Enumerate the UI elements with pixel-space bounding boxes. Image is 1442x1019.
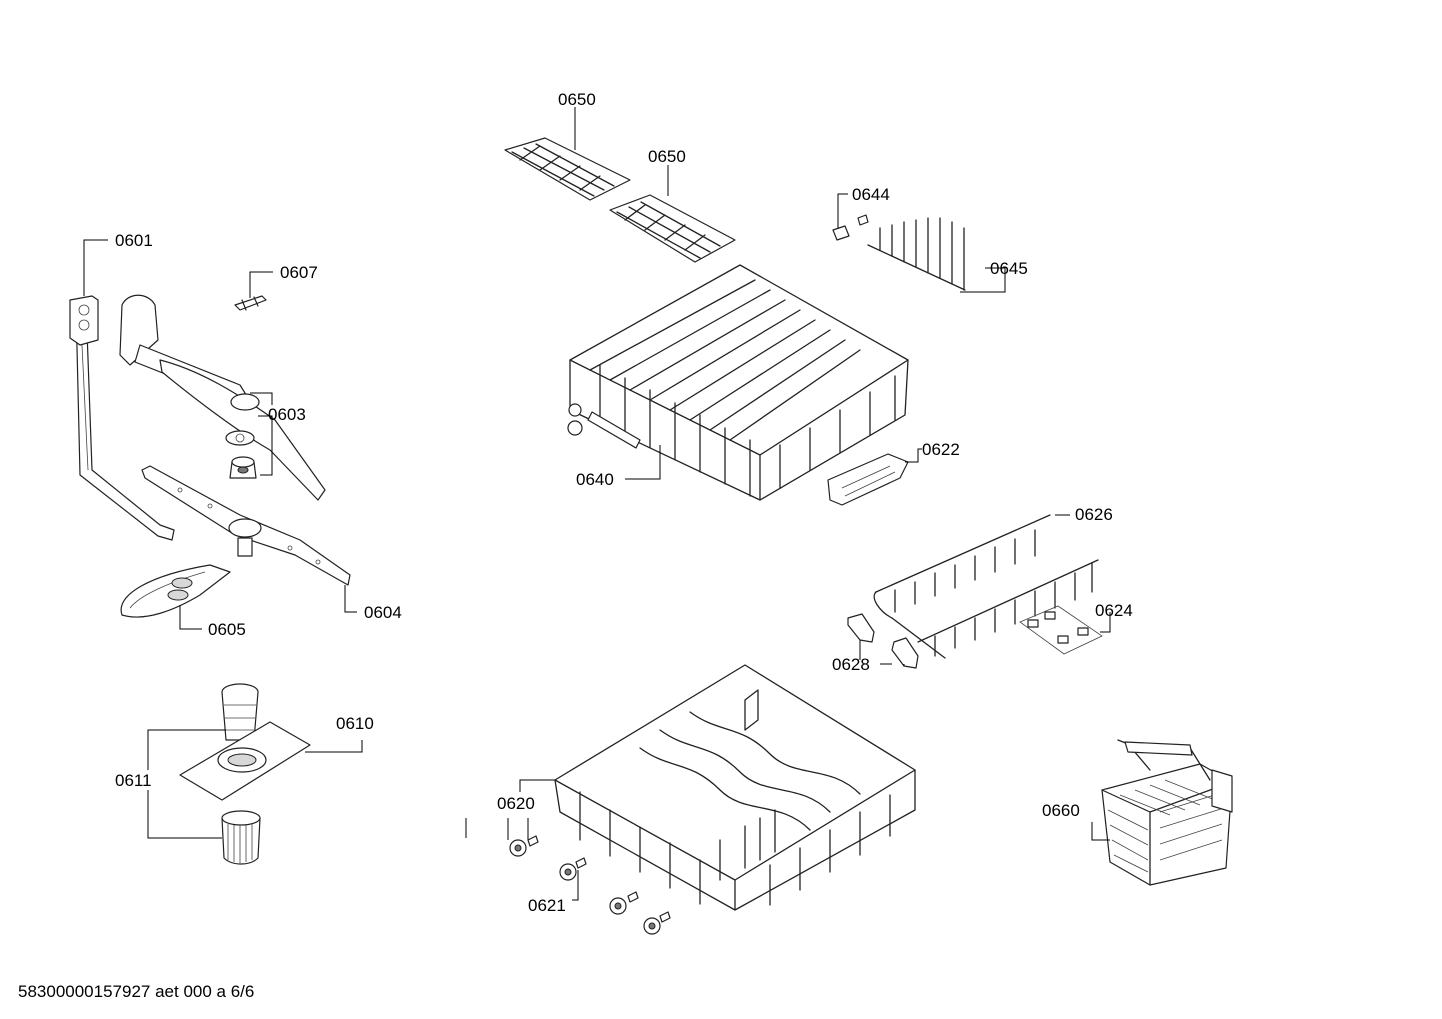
cutlery-basket-0660[interactable] — [1101, 739, 1233, 886]
label-0611: 0611 — [115, 771, 152, 790]
leader-0622 — [905, 448, 922, 463]
tine-rows-0626[interactable] — [873, 514, 1099, 659]
handle-0622[interactable] — [827, 453, 909, 506]
leader-0620 — [519, 779, 555, 792]
clip-0644[interactable] — [832, 214, 869, 241]
label-0604: 0604 — [364, 603, 402, 622]
label-0622: 0622 — [922, 440, 960, 459]
lower-basket-0620[interactable] — [554, 664, 916, 911]
label-0621: 0621 — [528, 896, 566, 915]
upper-basket-0640[interactable] — [567, 264, 909, 501]
leader-0605 — [179, 605, 202, 630]
leader-0604 — [344, 585, 357, 613]
leader-0603 — [250, 392, 273, 476]
label-0660: 0660 — [1042, 801, 1080, 820]
label-0601: 0601 — [115, 231, 153, 250]
upper-spray-arm[interactable] — [119, 294, 326, 501]
cup-rack-0650-a[interactable] — [504, 137, 631, 201]
leader-0624 — [1100, 612, 1111, 633]
label-0610: 0610 — [336, 714, 374, 733]
spray-arm-hub[interactable] — [229, 456, 257, 479]
cup-rack-0650-b[interactable] — [609, 194, 736, 263]
tine-row-0645[interactable] — [867, 217, 966, 291]
label-0603: 0603 — [268, 405, 306, 424]
clips-0628[interactable] — [847, 613, 919, 669]
leader-0620-lower — [507, 818, 529, 840]
leader-0645 — [960, 267, 1006, 293]
drawing-reference: 58300000157927 aet 000 a 6/6 — [18, 982, 254, 1001]
leader-0644 — [837, 193, 848, 228]
filter-plate-0605[interactable] — [120, 564, 231, 618]
label-0626: 0626 — [1075, 505, 1113, 524]
leader-0640 — [625, 445, 661, 480]
label-0620: 0620 — [497, 794, 535, 813]
leader-0660 — [1091, 822, 1110, 841]
leader-0601 — [83, 239, 108, 296]
label-0624: 0624 — [1095, 601, 1133, 620]
clip-0607[interactable] — [234, 295, 267, 311]
label-0640: 0640 — [576, 470, 614, 489]
parts-set-0624[interactable] — [1019, 605, 1103, 655]
label-0607: 0607 — [280, 263, 318, 282]
leader-0611 — [147, 729, 226, 839]
leader-0610 — [305, 740, 363, 753]
label-0645: 0645 — [990, 259, 1028, 278]
micro-filter-0611[interactable] — [221, 810, 261, 865]
leader-0607 — [249, 271, 273, 298]
label-0605: 0605 — [208, 620, 246, 639]
supply-pipe-0601[interactable] — [69, 295, 175, 541]
label-0650a: 0650 — [558, 90, 596, 109]
label-0650b: 0650 — [648, 147, 686, 166]
leader-0621 — [572, 870, 579, 901]
leader-0628 — [859, 640, 905, 666]
filter-cartridge-0610[interactable] — [179, 683, 311, 801]
lower-spray-arm-0604[interactable] — [141, 465, 351, 586]
label-0628: 0628 — [832, 655, 870, 674]
wheels-0621[interactable] — [509, 835, 671, 935]
label-0644: 0644 — [852, 185, 890, 204]
